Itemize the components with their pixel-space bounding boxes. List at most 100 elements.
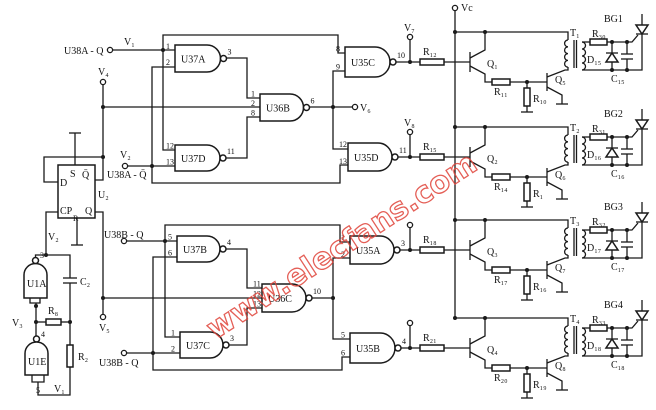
diode-D₁₆ bbox=[604, 146, 620, 158]
wire bbox=[455, 317, 569, 326]
transformer-secondary bbox=[581, 41, 587, 71]
junction-dot bbox=[625, 326, 629, 330]
pin-number: 10 bbox=[313, 287, 321, 296]
junction-dot bbox=[101, 105, 105, 109]
thyristor-label: BG4 bbox=[604, 300, 623, 311]
gate-label: U35D bbox=[354, 153, 378, 164]
resistor-shunt bbox=[523, 87, 531, 107]
thyristor-BG4 bbox=[634, 310, 650, 322]
inverter-bubble bbox=[305, 294, 313, 302]
resistor-emitter bbox=[491, 266, 511, 274]
pin-number: 2 bbox=[171, 344, 175, 353]
ff-pin-cp: CP bbox=[60, 206, 73, 217]
wire bbox=[607, 320, 639, 329]
diode-label: D₁₆ bbox=[587, 150, 602, 161]
wire bbox=[45, 211, 58, 255]
node-label-v6: V₆ bbox=[360, 103, 371, 114]
junction-dot bbox=[625, 228, 629, 232]
v6-terminal bbox=[351, 103, 359, 111]
pin-number: 4 bbox=[41, 330, 45, 339]
pin-number: 1 bbox=[341, 233, 345, 242]
junction-dot bbox=[408, 155, 412, 159]
pin-number: 11 bbox=[399, 146, 407, 155]
pin-number: 10 bbox=[397, 51, 405, 60]
junction-dot bbox=[483, 30, 487, 34]
transistor-label: Q₂ bbox=[487, 154, 498, 165]
resistor-label: R₁₅ bbox=[423, 142, 437, 153]
junction-dot bbox=[483, 218, 487, 222]
wire bbox=[607, 222, 639, 231]
resistor-label: R₃₁ bbox=[592, 124, 606, 135]
junction-dot bbox=[625, 40, 629, 44]
u38a-q-terminal bbox=[106, 46, 114, 54]
resistor-emitter bbox=[491, 364, 511, 372]
gate-label: U36C bbox=[268, 294, 292, 305]
thyristor-BG2 bbox=[634, 119, 650, 131]
pin-number: 3 bbox=[40, 251, 44, 260]
supply-terminal bbox=[406, 128, 414, 136]
gate-label: U35C bbox=[351, 58, 375, 69]
v5-terminal bbox=[99, 313, 107, 321]
inverter-bubble bbox=[219, 154, 227, 162]
ff-pin-d: D bbox=[60, 178, 67, 189]
inverter-bubble bbox=[31, 256, 40, 265]
pin-number: 12 bbox=[166, 142, 174, 151]
ff-pin-q: Q bbox=[85, 206, 93, 217]
resistor-emitter bbox=[491, 173, 511, 181]
wire bbox=[469, 32, 486, 59]
diode-label: D₁₈ bbox=[587, 341, 602, 352]
supply-terminal bbox=[406, 33, 414, 41]
transistor-label: Q₃ bbox=[487, 247, 498, 258]
junction-dot bbox=[44, 253, 48, 257]
wire bbox=[607, 129, 639, 138]
junction-dot bbox=[625, 163, 629, 167]
junction-dot bbox=[68, 320, 72, 324]
vc-terminal bbox=[451, 4, 459, 12]
wire bbox=[151, 66, 348, 184]
wire bbox=[469, 351, 492, 369]
wire bbox=[162, 50, 175, 151]
resistor-base bbox=[419, 246, 445, 254]
wire bbox=[546, 353, 569, 364]
resistor-base bbox=[419, 58, 445, 66]
resistor-secondary bbox=[589, 133, 608, 141]
pin-number: 9 bbox=[336, 63, 340, 72]
transistor-label: Q₇ bbox=[555, 263, 566, 274]
wire bbox=[164, 241, 180, 338]
diode-label: D₁₇ bbox=[587, 243, 601, 254]
resistor-label: R₃₀ bbox=[592, 29, 606, 40]
wire bbox=[546, 255, 569, 266]
pin-number: 1 bbox=[171, 329, 175, 338]
pin-number: 6 bbox=[311, 97, 315, 106]
junction-dot bbox=[331, 105, 335, 109]
input-label-u38a-qbar: U38A - Q̄ bbox=[107, 169, 147, 181]
node-label-v2: V₂ bbox=[120, 150, 131, 161]
nand-gate-u1e bbox=[24, 341, 49, 376]
input-label-u38b-q-bottom: U38B - Q bbox=[99, 358, 139, 369]
junction-dot bbox=[610, 68, 614, 72]
junction-dot bbox=[150, 164, 154, 168]
wire bbox=[226, 57, 260, 99]
resistor-secondary bbox=[589, 324, 608, 332]
gate-label: U37B bbox=[183, 245, 207, 256]
transistor-label: Q₈ bbox=[555, 361, 566, 372]
junction-dot bbox=[101, 296, 105, 300]
inverter-bubble bbox=[222, 341, 230, 349]
junction-dot bbox=[408, 346, 412, 350]
resistor-label: R₁₆ bbox=[533, 282, 547, 293]
wire bbox=[229, 307, 262, 346]
junction-dot bbox=[625, 135, 629, 139]
inverter-bubble bbox=[219, 54, 228, 63]
wire bbox=[546, 162, 569, 173]
diode-D₁₇ bbox=[604, 239, 620, 251]
pin-number: 2 bbox=[341, 250, 345, 259]
gate-label: U35B bbox=[356, 344, 380, 355]
pin-number: 1 bbox=[166, 42, 170, 51]
wire bbox=[469, 220, 486, 247]
wire bbox=[226, 116, 260, 159]
labels: U37A123U36B1286U37D121311U35C8910U35D121… bbox=[12, 3, 625, 395]
u38b-q-bottom-terminal bbox=[120, 349, 128, 357]
junction-dot bbox=[331, 296, 335, 300]
diode-D₁₅ bbox=[604, 51, 620, 63]
